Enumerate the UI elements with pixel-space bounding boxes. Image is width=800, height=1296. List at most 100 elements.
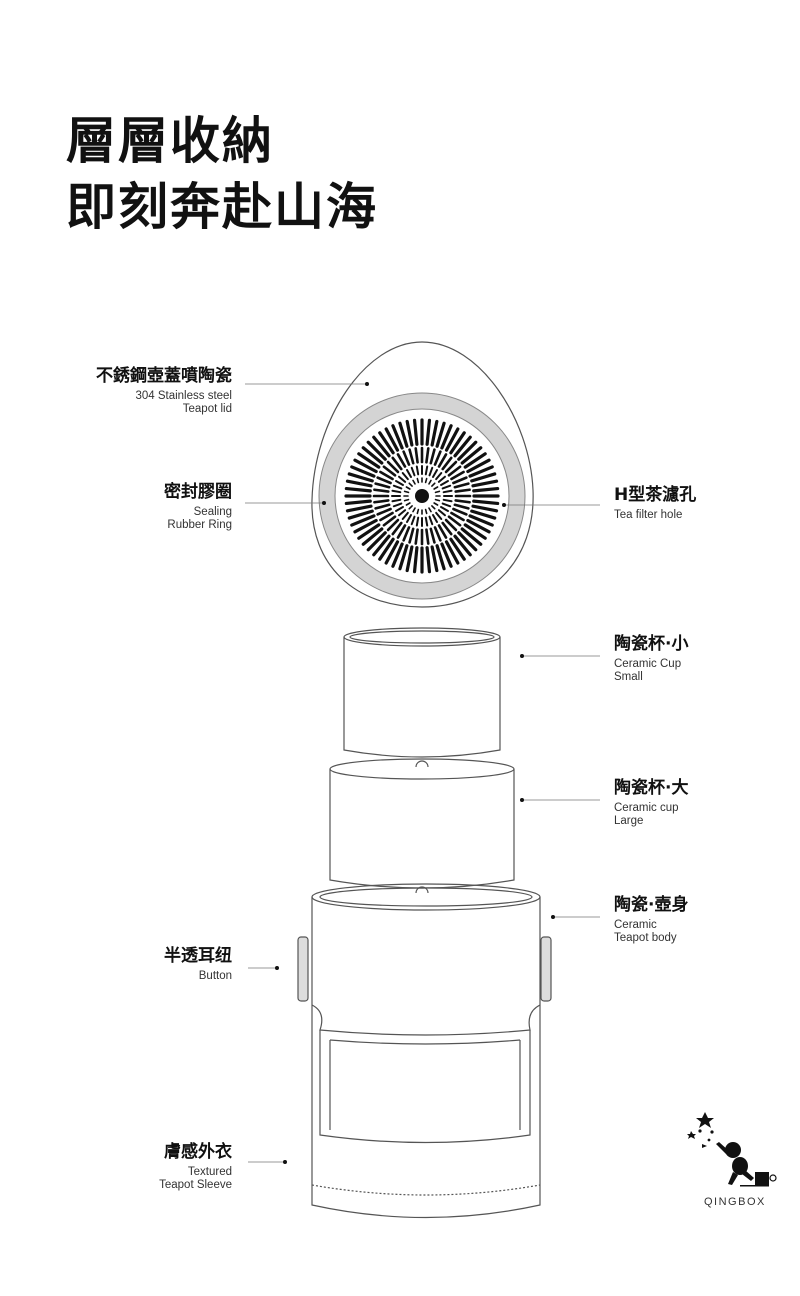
filter-slot	[444, 427, 460, 452]
filter-slot	[415, 465, 420, 476]
filter-slot	[405, 502, 411, 506]
ceramic-cup-small	[343, 627, 501, 758]
filter-slot	[470, 509, 497, 520]
label-lid-en2: Teapot lid	[182, 402, 232, 415]
filter-slot	[440, 480, 449, 486]
label-filter: H型茶濾孔 Tea filter hole	[614, 485, 697, 522]
label-sleeve: 膚感外衣 Textured Teapot Sleeve	[159, 1142, 232, 1192]
filter-slot	[437, 509, 446, 517]
filter-slot	[468, 465, 494, 478]
filter-slot	[470, 472, 497, 483]
filter-slot	[428, 479, 432, 485]
filter-slot	[406, 469, 412, 478]
filter-slot	[430, 419, 439, 447]
filter-slot	[450, 511, 465, 522]
filter-slot	[392, 502, 403, 508]
filter-slot	[441, 521, 453, 536]
filter-slot	[428, 466, 434, 477]
filter-slot	[435, 544, 446, 571]
label-cup-large: 陶瓷杯·大 Ceramic cup Large	[614, 778, 688, 828]
label-body-zh: 陶瓷·壺身	[614, 895, 689, 915]
filter-slot	[374, 482, 391, 489]
label-filter-zh: H型茶濾孔	[614, 485, 697, 505]
filter-slot	[429, 527, 436, 544]
filter-slot	[403, 498, 410, 502]
filter-slot	[391, 498, 402, 503]
filter-slot	[430, 545, 439, 573]
filter-slot	[372, 435, 391, 458]
filter-slot	[432, 469, 438, 478]
filter-slot	[441, 456, 453, 471]
filter-slot	[442, 498, 453, 503]
filter-slot	[425, 546, 432, 574]
filter-slot	[347, 509, 374, 520]
filter-slot	[401, 472, 409, 481]
filter-slot	[449, 431, 466, 455]
filter-slot	[382, 465, 397, 477]
filter-slot	[396, 453, 407, 468]
filter-slot	[366, 440, 387, 461]
ceramic-cup-large	[329, 758, 515, 889]
filter-slot	[454, 499, 471, 504]
label-lid-en1: 304 Stainless steel	[135, 389, 232, 402]
button-left	[297, 936, 309, 1002]
filter-slot	[425, 447, 430, 464]
filter-slot	[463, 452, 487, 469]
filter-slot	[391, 542, 404, 568]
filter-slot	[444, 518, 458, 532]
label-cup-small-zh: 陶瓷杯·小	[614, 634, 689, 654]
filter-slot	[431, 482, 436, 487]
label-cup-large-en1: Ceramic cup	[614, 801, 679, 814]
filter-slot	[425, 528, 430, 545]
filter-slot	[452, 476, 468, 485]
filter-slot	[350, 465, 376, 478]
filter-slot	[350, 514, 376, 527]
filter-slot	[345, 479, 373, 488]
filter-slot	[463, 523, 487, 540]
leader-dots	[275, 382, 555, 1164]
filter-slot	[454, 488, 471, 493]
filter-slot	[447, 515, 462, 527]
filter-slot	[408, 448, 415, 465]
filter-slot	[403, 490, 410, 494]
filter-slot	[366, 531, 387, 552]
filter-slot	[415, 516, 420, 527]
filter-slot	[435, 511, 443, 520]
label-lid-zh: 不銹鋼壺蓋噴陶瓷	[96, 366, 232, 386]
filter-slot	[453, 435, 472, 458]
filter-slot	[345, 504, 373, 513]
filter-slot	[441, 502, 452, 508]
filter-slot	[376, 476, 392, 485]
label-cup-small-en1: Ceramic Cup	[614, 657, 682, 670]
label-button-en1: Button	[198, 969, 232, 982]
filter-slot	[471, 504, 499, 513]
filter-slot	[450, 470, 465, 481]
filter-slot	[416, 477, 420, 484]
filter-slot	[428, 515, 434, 526]
filter-slot	[435, 421, 446, 448]
label-ring-en1: Sealing	[193, 505, 232, 518]
filter-slot	[361, 446, 384, 465]
filter-slot	[396, 524, 407, 539]
brand-name: QINGBOX	[704, 1196, 766, 1208]
filter-slot	[453, 482, 470, 489]
filter-slot	[444, 460, 458, 474]
filter-slot	[410, 515, 416, 526]
filter-slot	[386, 460, 400, 474]
ceramic-teapot-body	[297, 883, 552, 1219]
label-button: 半透耳纽 Button	[164, 946, 232, 983]
filter-slot	[432, 514, 438, 523]
label-button-zh: 半透耳纽	[164, 946, 232, 966]
filter-slot	[382, 515, 397, 527]
filter-slot	[468, 514, 494, 527]
filter-slot	[414, 528, 419, 545]
label-ring: 密封膠圈 Sealing Rubber Ring	[164, 482, 232, 532]
filter-slot	[424, 477, 428, 484]
tea-filter-holes	[344, 418, 500, 574]
filter-slot	[405, 486, 411, 490]
filter-slot	[441, 484, 452, 490]
filter-slot	[433, 526, 442, 542]
filter-slot	[472, 486, 500, 493]
filter-slot	[372, 534, 391, 557]
